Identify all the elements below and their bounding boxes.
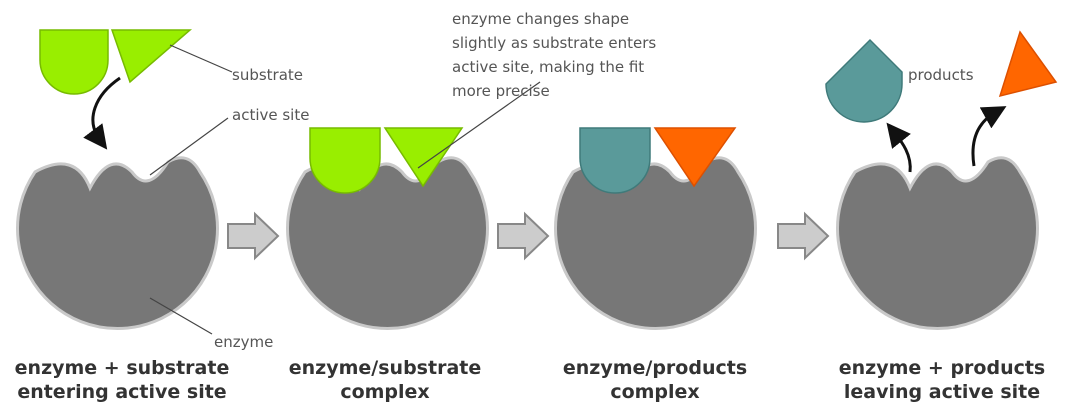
label-products: products [908, 66, 974, 84]
caption-stage-4-line-1: enzyme + products [839, 357, 1046, 379]
substrate-semicircle [40, 30, 108, 94]
step-arrow-1 [228, 214, 278, 258]
enzyme-shape [838, 158, 1038, 329]
caption-stage-4-line-2: leaving active site [844, 381, 1040, 403]
caption-stage-1-line-1: enzyme + substrate [15, 357, 230, 379]
label-enzyme: enzyme [214, 333, 273, 351]
note-line-1: enzyme changes shape [452, 10, 629, 28]
step-arrow-2 [498, 214, 548, 258]
caption-stage-2-line-1: enzyme/substrate [289, 357, 481, 379]
caption-stage-3-line-1: enzyme/products [563, 357, 747, 379]
label-substrate: substrate [232, 66, 303, 84]
caption-stage-1-line-2: entering active site [17, 381, 226, 403]
arrow-substrate-to-enzyme [93, 78, 120, 140]
label-active-site: active site [232, 106, 309, 124]
product-triangle-released [1000, 32, 1056, 96]
product-semicircle-released [826, 40, 902, 122]
substrate-semicircle-bound [310, 128, 380, 193]
enzyme-shape [17, 158, 217, 329]
step-arrow-3 [778, 214, 828, 258]
arrow-product-leaving-2 [973, 112, 996, 166]
note-line-3: active site, making the fit [452, 58, 644, 76]
enzyme-shape [288, 158, 488, 329]
note-line-2: slightly as substrate enters [452, 34, 656, 52]
product-semicircle-bound [580, 128, 650, 193]
caption-stage-3-line-2: complex [610, 381, 699, 403]
caption-stage-2-line-2: complex [340, 381, 429, 403]
leader-substrate [170, 45, 232, 72]
arrow-product-leaving-1 [894, 132, 910, 172]
enzyme-shape [556, 158, 756, 329]
note-line-4: more precise [452, 82, 550, 100]
substrate-triangle [112, 30, 190, 82]
